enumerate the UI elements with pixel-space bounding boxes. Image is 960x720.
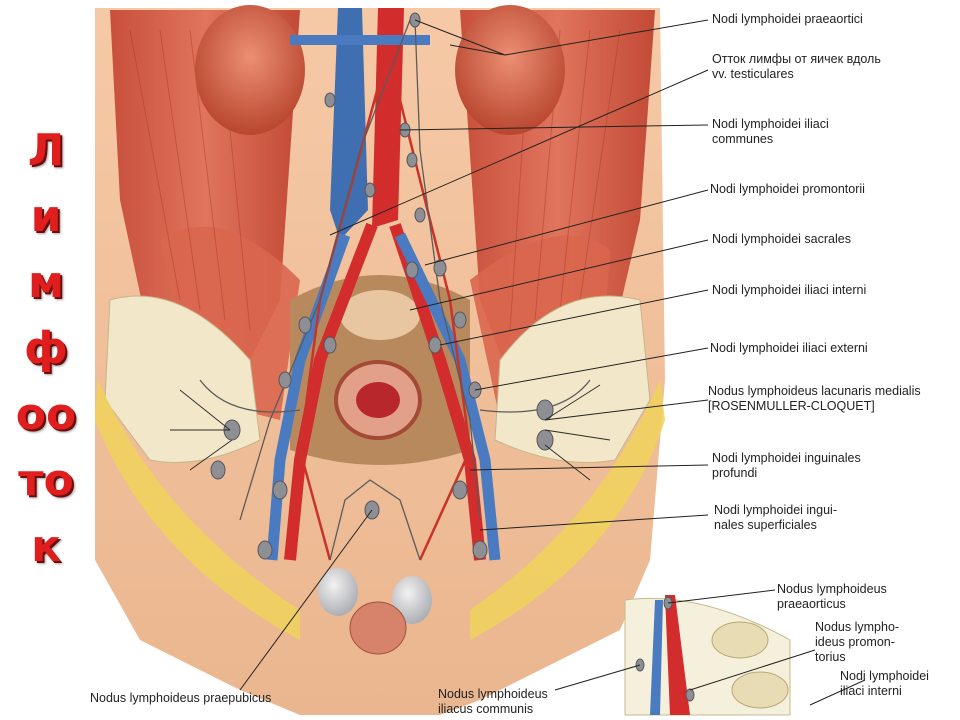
label-inset-promontorius: Nodus lympho- ideus promon- torius <box>815 620 900 664</box>
label-iliacus-communis: Nodus lymphoideus iliacus communis <box>438 687 548 716</box>
label-inguinales-profundi: Nodi lymphoidei inguinales profundi <box>712 451 861 480</box>
body-figure <box>95 5 665 715</box>
title-letter: к <box>31 521 61 572</box>
title-letter: м <box>28 257 64 308</box>
label-promontorii: Nodi lymphoidei promontorii <box>710 182 865 196</box>
label-lacunaris: Nodus lymphoideus lacunaris medialis [RO… <box>708 384 921 413</box>
label-iliaci-interni: Nodi lymphoidei iliaci interni <box>712 283 867 297</box>
leader-lines <box>239 19 866 706</box>
label-testiculares: Отток лимфы от яичек вдоль vv. testicula… <box>712 52 881 81</box>
title-letter: ф <box>24 323 68 374</box>
left-kidney <box>195 5 305 135</box>
label-inset-praeaorticus: Nodus lymphoideus praeaorticus <box>777 582 887 611</box>
label-iliaci-communes: Nodi lymphoidei iliaci communes <box>712 117 829 146</box>
left-testis <box>318 568 358 616</box>
right-kidney <box>455 5 565 135</box>
label-praeaortici: Nodi lymphoidei praeaortici <box>712 12 863 26</box>
title-letter: то <box>18 455 74 506</box>
label-inguinales-superficiales: Nodi lymphoidei ingui- nales superficial… <box>714 503 837 532</box>
label-inset-iliaci-interni: Nodi lymphoidei iliaci interni <box>840 669 929 698</box>
label-praepubicus: Nodus lymphoideus praepubicus <box>90 691 272 705</box>
vertical-title: Л и м ф оо то к <box>6 118 86 580</box>
right-testis <box>392 576 432 624</box>
aorta <box>372 8 404 228</box>
title-letter: оо <box>15 389 77 440</box>
vena-cava <box>330 8 368 240</box>
inset-illustration <box>624 595 791 716</box>
title-letter: и <box>30 191 62 242</box>
label-iliaci-externi: Nodi lymphoidei iliaci externi <box>710 341 868 355</box>
label-sacrales: Nodi lymphoidei sacrales <box>712 232 851 246</box>
title-letter: Л <box>27 125 65 176</box>
